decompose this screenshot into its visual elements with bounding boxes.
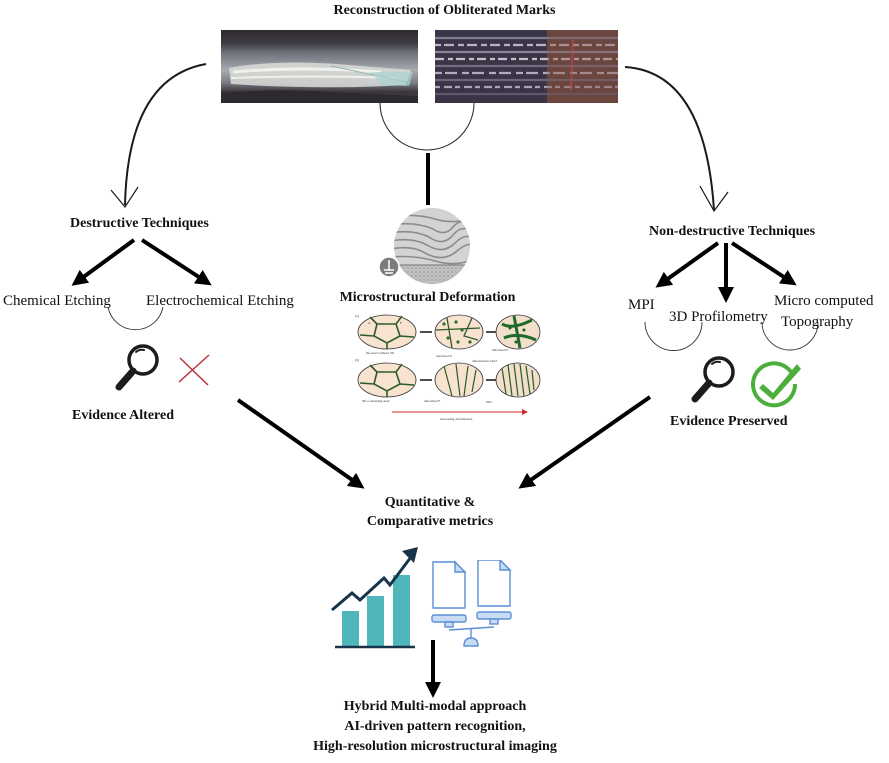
bracket-arc-mpi: [644, 321, 703, 351]
arrow-altered-to-metrics: [236, 398, 365, 489]
caption-deformed-f-b: deformed F: [424, 399, 440, 403]
chart-icon-bar-2: [367, 596, 384, 646]
arrow-to-electrochemical-etching: [140, 238, 212, 286]
metrics-heading-line1: Quantitative &: [384, 495, 476, 510]
caption-steel-without-nb: the steel without Nb: [366, 351, 395, 355]
curved-arrow-left: [124, 63, 207, 206]
caption-deformed-f-a: deformed F: [492, 348, 508, 352]
obliterated-mark-photo-right: [435, 30, 618, 103]
figure-row-b-label: (b): [355, 358, 360, 362]
grain-label-a: A: [368, 321, 371, 325]
diagram-title: Reconstruction of Obliterated Marks: [333, 3, 556, 18]
grain-ellipse-a2: [434, 314, 484, 350]
method-topography: Topography: [781, 314, 854, 330]
caption-increasing-deformation: increasing deformation: [440, 417, 473, 421]
deformation-figure: (a) (b) A F the steel without Nb nucleat…: [355, 314, 541, 421]
grain-ellipse-b2: [434, 362, 484, 398]
arrow-to-micro-ct: [730, 241, 797, 286]
bracket-arc-top: [379, 102, 475, 151]
curved-arrow-left-head: [110, 186, 139, 209]
arrow-preserved-to-metrics: [518, 395, 652, 489]
document-compare-icon: [431, 560, 512, 647]
caption-deformation-band: deformation band: [472, 359, 497, 363]
outcome-evidence-preserved: Evidence Preserved: [670, 414, 788, 429]
arrow-to-chemical-etching: [71, 238, 136, 286]
conclusion-line-2: AI-driven pattern recognition,: [344, 719, 526, 734]
nondestructive-heading: Non-destructive Techniques: [649, 224, 816, 239]
magnifier-icon: [115, 344, 159, 391]
outcome-evidence-altered: Evidence Altered: [72, 408, 175, 423]
conclusion-line-1: Hybrid Multi-modal approach: [343, 699, 527, 714]
microstructure-circle-image: [378, 208, 470, 284]
green-check-icon: [751, 361, 801, 408]
caption-nbc: NbC: [486, 400, 493, 404]
method-mpi: MPI: [628, 297, 655, 313]
magnifier-icon-right: [691, 356, 735, 403]
method-chemical-etching: Chemical Etching: [3, 293, 111, 309]
method-electrochemical-etching: Electrochemical Etching: [146, 293, 294, 309]
grain-ellipse-b3: [495, 362, 541, 398]
metrics-heading: Quantitative & Comparative metrics: [300, 493, 560, 531]
chart-icon-bar-3: [393, 575, 410, 646]
conclusion-block: Hybrid Multi-modal approach AI-driven pa…: [280, 697, 590, 757]
grain-label-f: F: [400, 321, 402, 325]
obliterated-mark-photo-left: [221, 30, 418, 103]
curved-arrow-right: [624, 66, 715, 211]
bracket-arc-microct: [761, 321, 819, 351]
arrow-to-mpi: [655, 241, 720, 288]
grain-ellipse-a3: [495, 314, 541, 350]
caption-nucleated-f: nucleated F: [436, 354, 452, 358]
method-3d-profilometry: 3D Profilometry: [669, 309, 768, 325]
growth-chart-icon: [331, 547, 418, 649]
method-micro-computed: Micro computed: [774, 293, 874, 309]
caption-nb-containing-steel: Nb-containing steel: [362, 399, 390, 403]
metrics-heading-line2: Comparative metrics: [366, 514, 494, 529]
conclusion-line-3: High-resolution microstructural imaging: [313, 739, 557, 754]
center-heading: Microstructural Deformation: [339, 290, 516, 305]
curved-arrow-right-head: [699, 185, 729, 213]
red-x-icon: [178, 354, 210, 386]
grain-ellipse-b1: [357, 362, 417, 398]
bracket-arc-etching: [107, 306, 164, 331]
chart-icon-bar-1: [342, 611, 359, 646]
grain-ellipse-a1: [357, 314, 417, 350]
destructive-heading: Destructive Techniques: [70, 216, 209, 231]
figure-row-a-label: (a): [355, 314, 360, 318]
